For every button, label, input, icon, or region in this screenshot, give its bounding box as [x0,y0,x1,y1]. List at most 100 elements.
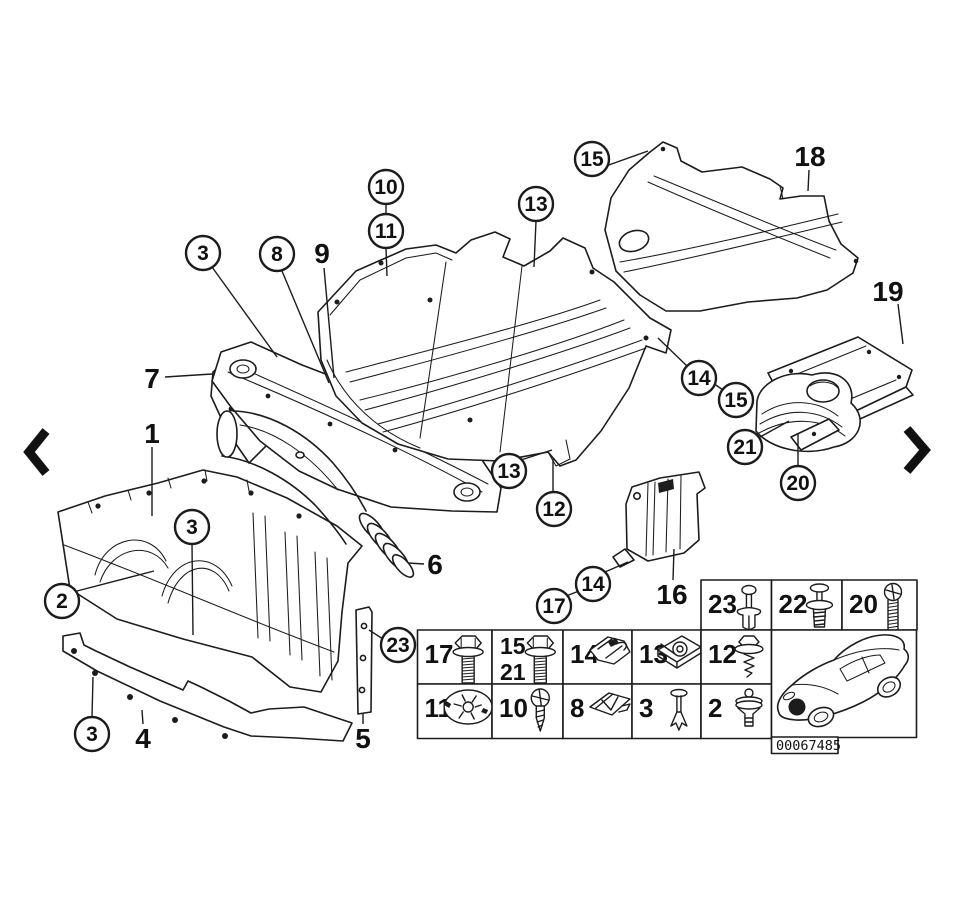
callout-number: 11 [375,220,398,243]
callout-5[interactable]: 5 [355,723,371,754]
callout-number: 23 [386,634,409,657]
callout-number: 2 [56,590,68,613]
legend-cell-3: 3 [631,683,702,740]
callout-leader-3 [211,266,278,358]
hex-flange-bolt-icon [452,635,484,684]
car-location-thumbnail [776,634,910,728]
callout-leader-4 [141,709,144,725]
callout-12[interactable]: 12 [535,490,573,528]
callout-7[interactable]: 7 [144,363,160,394]
callout-leader-9 [323,267,335,379]
callout-6[interactable]: 6 [427,549,443,580]
callout-9[interactable]: 9 [314,238,330,269]
callout-3[interactable]: 3 [173,508,211,546]
callout-number: 3 [197,242,209,265]
callout-leader-2 [76,570,155,592]
washer-screw-icon [734,635,764,678]
callout-leader-13 [520,449,553,461]
expansion-rivet-icon [805,583,834,628]
legend-cell-2: 2 [700,683,773,740]
callout-leader-19 [897,303,904,345]
legend-number: 3 [639,693,653,723]
callout-leader-3 [191,543,194,636]
part-air-duct-drawing [216,410,415,578]
callout-23[interactable]: 23 [379,626,417,664]
part-rear-shield-drawing [604,141,859,312]
callout-18[interactable]: 18 [794,141,825,172]
callout-leader-14 [604,561,629,573]
callout-20[interactable]: 20 [779,464,817,502]
tapping-screw-icon [530,688,550,732]
legend-number: 17 [425,639,454,669]
part-lower-strip-drawing [62,632,353,742]
callout-number: 6 [427,549,443,580]
callout-14[interactable]: 14 [574,565,612,603]
callout-leader-8 [281,270,330,384]
callout-number: 15 [580,148,604,171]
callout-17[interactable]: 17 [535,587,573,625]
callout-15[interactable]: 15 [717,381,755,419]
callout-19[interactable]: 19 [872,276,903,307]
legend-cell-14: 14 [562,629,633,685]
part-side-strip-drawing [355,606,373,715]
nav-previous-button[interactable] [23,428,50,476]
legend-number: 21 [500,659,526,685]
callout-3[interactable]: 3 [184,234,222,272]
hex-flange-bolt-icon [524,635,556,684]
callout-number: 13 [497,460,520,483]
legend-cell-23: 23 [700,579,773,631]
legend-number: 20 [849,589,878,619]
callout-11[interactable]: 11 [367,212,405,250]
callout-number: 9 [314,238,330,269]
callout-number: 21 [733,436,757,459]
legend-cell-8: 8 [562,683,633,740]
callout-14[interactable]: 14 [680,359,718,397]
callout-leader-18 [807,169,810,192]
callout-number: 8 [271,243,283,266]
legend-cell-12: 12 [700,629,773,685]
legend-number: 12 [708,639,737,669]
legend-number: 2 [708,693,722,723]
part-front-support-drawing [57,469,363,693]
nav-next-button[interactable] [903,426,931,474]
callout-number: 10 [374,176,397,199]
legend-cell-17: 17 [416,629,493,685]
callout-leader-23 [368,629,384,640]
callout-number: 3 [86,723,98,746]
callout-number: 14 [687,367,711,390]
spring-clip-icon [589,692,631,716]
legend-number: 23 [708,589,737,619]
callout-leader-21 [759,420,790,438]
callout-10[interactable]: 10 [367,168,405,206]
callout-leader-16 [672,548,675,581]
part-support-bracket-drawing [612,471,706,568]
legend-cell-20: 20 [841,579,918,635]
rivet-pin-icon [736,584,762,630]
callout-8[interactable]: 8 [258,235,296,273]
callout-2[interactable]: 2 [43,582,81,620]
callout-4[interactable]: 4 [135,723,151,754]
legend-cell-13: 13 [631,629,702,685]
legend-number: 22 [779,589,808,619]
callout-number: 7 [144,363,160,394]
callout-16[interactable]: 16 [656,579,687,610]
callout-15[interactable]: 15 [573,140,611,178]
callout-number: 5 [355,723,371,754]
callout-3[interactable]: 3 [73,715,111,753]
callout-leader-14 [657,337,688,367]
callout-leader-6 [407,562,425,565]
legend-cell-10: 10 [491,683,564,740]
callout-13[interactable]: 13 [490,452,528,490]
callout-number: 12 [542,498,565,521]
callout-number: 1 [144,418,160,449]
callout-1[interactable]: 1 [144,418,160,449]
callout-13[interactable]: 13 [517,185,555,223]
callout-number: 20 [786,472,809,495]
callout-number: 18 [794,141,825,172]
callout-leader-11 [385,247,388,277]
callout-21[interactable]: 21 [726,428,764,466]
callout-number: 16 [656,579,687,610]
callout-leader-3 [91,676,94,718]
